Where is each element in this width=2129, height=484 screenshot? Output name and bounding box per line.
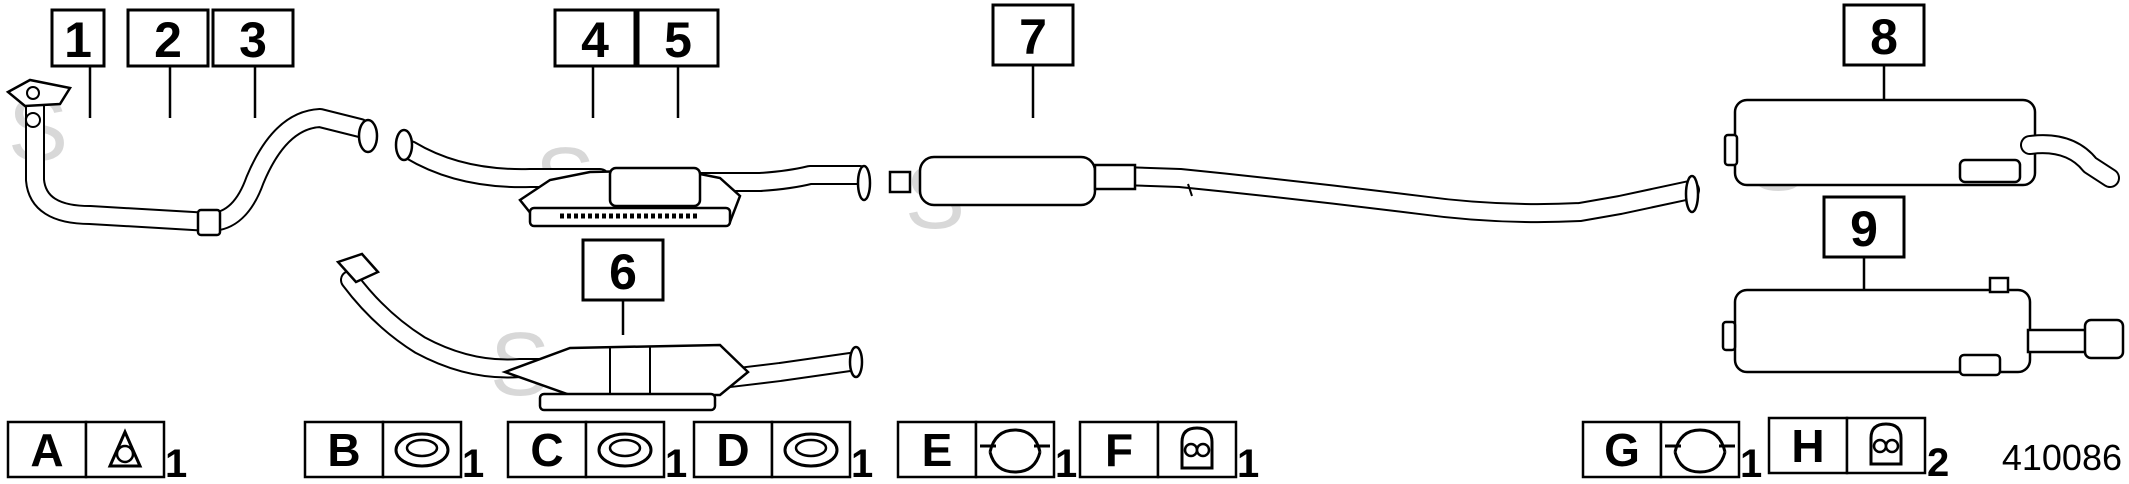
callout-4: 4 <box>553 8 637 118</box>
callout-number: 1 <box>64 12 92 68</box>
callout-number: 5 <box>664 12 692 68</box>
callout-number: 3 <box>239 12 267 68</box>
pipe-clamp-icon <box>980 428 1050 474</box>
callout-number: 2 <box>154 12 182 68</box>
callout-8: 8 <box>1842 3 1926 100</box>
key-d: D 1 <box>692 420 873 484</box>
key-e: E 1 <box>896 420 1077 484</box>
callout-number: 8 <box>1870 9 1898 65</box>
catalytic-converter-section <box>394 128 872 228</box>
key-f: F 1 <box>1078 420 1259 484</box>
key-c: C 1 <box>506 420 687 484</box>
ring-gasket-icon <box>597 432 653 468</box>
callout-number: 9 <box>1850 201 1878 257</box>
middle-silencer-pipe <box>888 155 1700 224</box>
key-qty: 2 <box>1927 441 1949 484</box>
pipe-clamp-icon <box>1665 428 1735 474</box>
key-h: H 2 <box>1767 416 1949 484</box>
rear-silencer-9 <box>1721 276 2125 377</box>
callout-3: 3 <box>211 8 295 118</box>
key-letter: A <box>30 424 63 476</box>
ring-gasket-icon <box>783 432 839 468</box>
triangular-gasket-icon <box>107 428 143 468</box>
callout-7: 7 <box>991 3 1075 118</box>
callout-5: 5 <box>636 8 720 118</box>
callout-number: 6 <box>609 244 637 300</box>
callout-number: 4 <box>581 12 609 68</box>
key-g: G 1 <box>1581 420 1762 484</box>
key-qty: 1 <box>1237 442 1259 484</box>
key-letter: B <box>327 424 360 476</box>
key-qty: 1 <box>462 442 484 484</box>
callout-1: 1 <box>50 8 106 118</box>
alt-catalytic-converter <box>335 252 864 412</box>
key-letter: C <box>530 424 563 476</box>
diagram-reference-number: 410086 <box>2002 437 2122 478</box>
key-a: A 1 <box>6 420 187 484</box>
key-qty: 1 <box>851 442 873 484</box>
callout-2: 2 <box>126 8 210 118</box>
key-b: B 1 <box>303 420 484 484</box>
key-letter: F <box>1105 424 1133 476</box>
rear-silencer-8 <box>1723 98 2120 188</box>
rubber-hanger-icon <box>1180 426 1214 470</box>
key-qty: 1 <box>1740 442 1762 484</box>
ring-gasket-icon <box>394 432 450 468</box>
key-qty: 1 <box>665 442 687 484</box>
key-letter: D <box>716 424 749 476</box>
front-pipe <box>5 78 379 237</box>
key-letter: G <box>1604 424 1640 476</box>
rubber-hanger-icon <box>1869 422 1903 466</box>
callout-9: 9 <box>1822 195 1906 290</box>
key-qty: 1 <box>1055 442 1077 484</box>
callout-6: 6 <box>581 238 665 335</box>
key-letter: E <box>922 424 953 476</box>
key-qty: 1 <box>165 442 187 484</box>
callout-number: 7 <box>1019 9 1047 65</box>
key-letter: H <box>1791 420 1824 472</box>
